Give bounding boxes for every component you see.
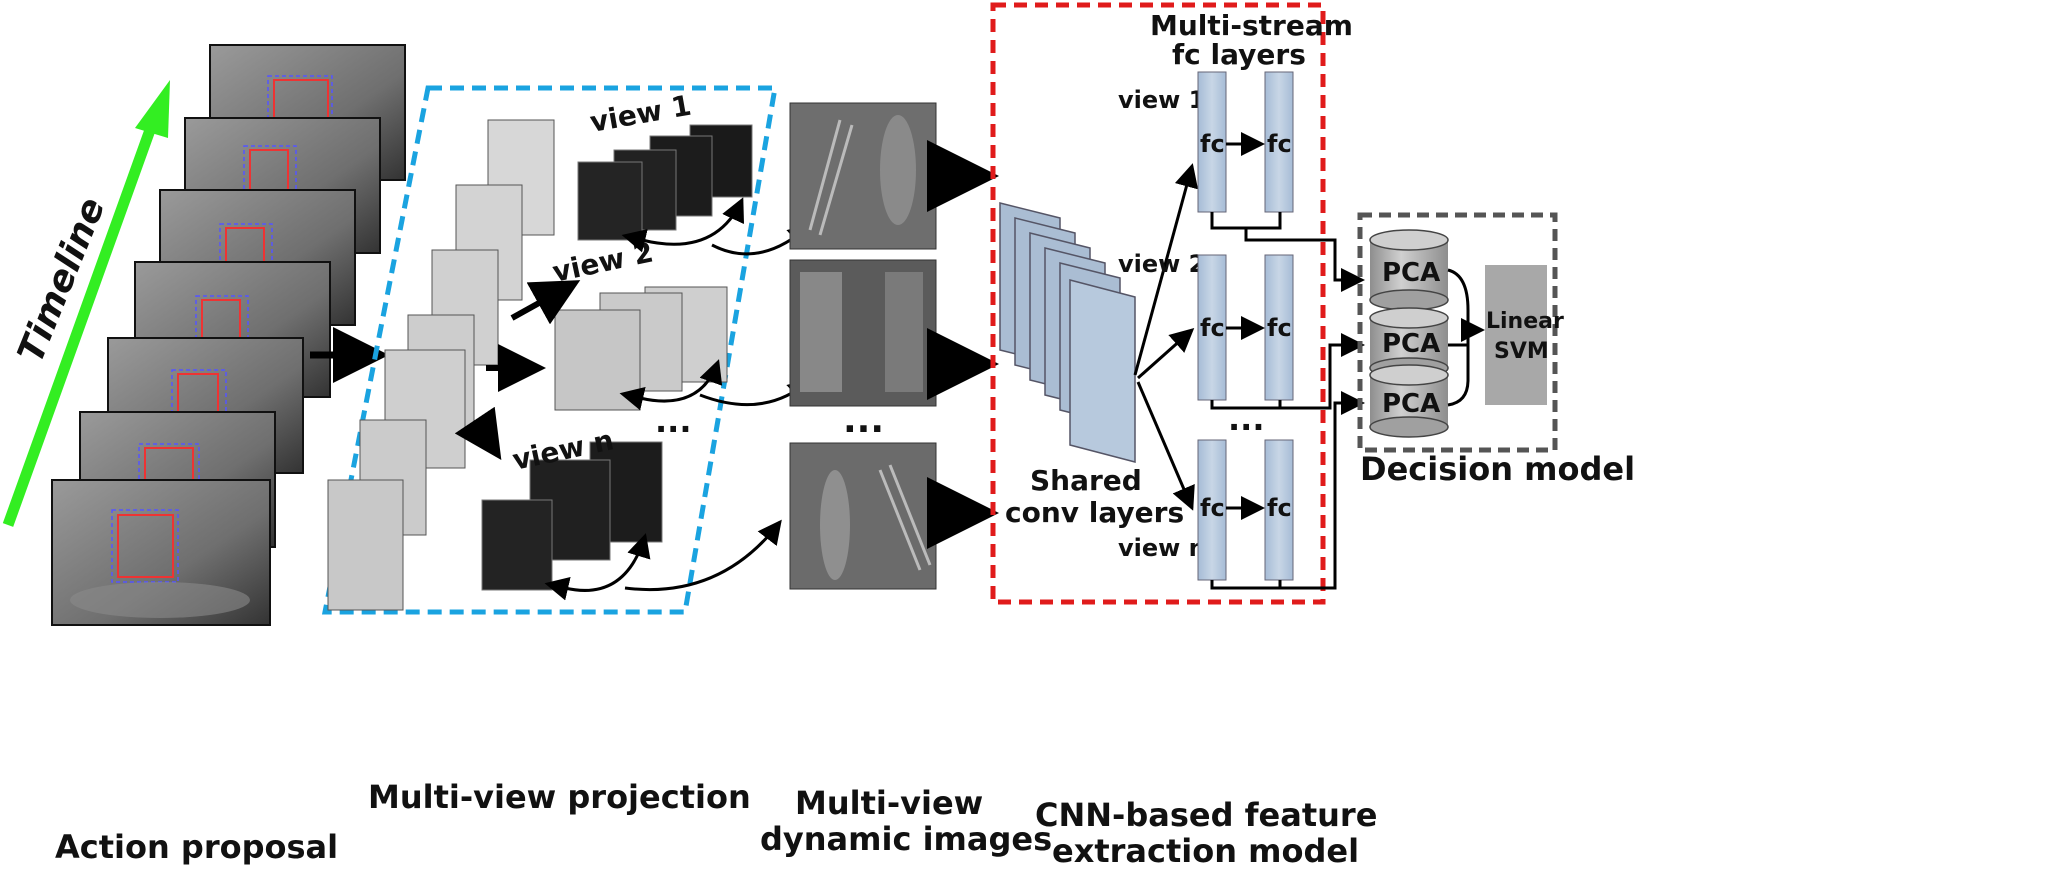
pca-label: PCA [1382, 389, 1440, 419]
shared-conv-layers [999, 202, 1136, 463]
fc-label: fc [1200, 314, 1225, 342]
shared-conv-line2: conv layers [1005, 496, 1184, 529]
cnn-feature-box [990, 2, 1326, 605]
caption-dynamic-line2: dynamic images [760, 820, 1052, 858]
caption-cnn-line2: extraction model [1052, 832, 1359, 870]
projection-view2-label: view 2 [550, 235, 657, 288]
fc-label: fc [1200, 130, 1225, 158]
dynamic-images [789, 102, 937, 590]
projection-box [321, 85, 778, 615]
caption-multiview-projection: Multi-view projection [368, 778, 751, 816]
caption-cnn-line1: CNN-based feature [1035, 796, 1377, 834]
pca-label: PCA [1382, 258, 1440, 288]
decision-model-box [1357, 212, 1558, 453]
fc-label: fc [1267, 314, 1292, 342]
fc-label: fc [1267, 494, 1292, 522]
stream-view1-label: view 1 [1118, 86, 1205, 114]
pca-cylinder [1369, 229, 1449, 311]
fc-stream-view2 [1197, 254, 1294, 401]
stream-ellipsis: ... [1228, 400, 1264, 438]
fc-stream-viewn [1197, 439, 1294, 581]
projection-ellipsis: ... [655, 402, 691, 440]
curve-arrow-view2 [619, 359, 723, 411]
connector-viewn-to-pca [1210, 403, 1362, 590]
branch-arrow-view2 [1137, 328, 1195, 380]
arrow-stack-to-viewn [454, 406, 502, 460]
fc-label: fc [1267, 130, 1292, 158]
dynamic-image-viewn [789, 442, 937, 590]
svm-line1: Linear [1486, 309, 1564, 334]
projection-view1-label: view 1 [587, 89, 693, 139]
branch-arrow-view1 [1133, 163, 1199, 376]
fc-label: fc [1200, 494, 1225, 522]
linear-svm-box [1485, 265, 1547, 405]
pca-merge-lines [1447, 268, 1482, 407]
stream-view2-label: view 2 [1118, 250, 1205, 278]
multistream-line2: fc layers [1172, 38, 1306, 71]
svm-line2: SVM [1494, 339, 1549, 364]
multistream-line1: Multi-stream [1150, 9, 1353, 42]
timeline-arrow [2, 80, 170, 527]
arrow-stack-to-view2 [510, 280, 581, 325]
dynamic-ellipsis: ... [843, 400, 884, 441]
action-proposal-frames [51, 44, 406, 626]
caption-action-proposal: Action proposal [55, 828, 338, 866]
pca-label: PCA [1382, 329, 1440, 359]
projection-image-stack [327, 119, 555, 611]
stream-viewn-label: view n [1118, 534, 1206, 562]
curve-arrow-viewn [544, 533, 651, 601]
curve-arrow-viewn-out [624, 519, 782, 592]
connector-view1-to-pca [1210, 212, 1362, 280]
caption-decision-model: Decision model [1360, 450, 1635, 488]
caption-dynamic-line1: Multi-view [795, 784, 983, 822]
view2-image-stack [554, 286, 728, 411]
video-frame [51, 479, 271, 626]
connector-view2-to-pca [1210, 345, 1362, 410]
shared-conv-line1: Shared [1030, 464, 1142, 497]
pca-cylinder [1369, 364, 1449, 438]
branch-arrow-viewn [1136, 381, 1195, 511]
curve-arrow-view1 [621, 197, 745, 253]
